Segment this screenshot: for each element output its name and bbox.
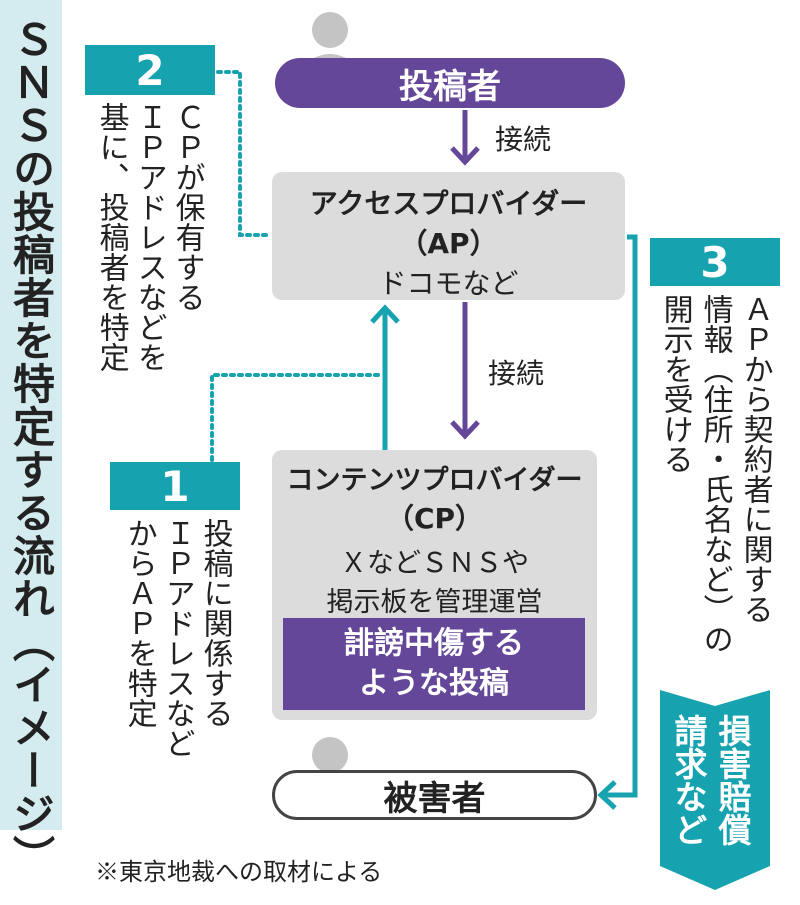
- dotted-line-step2: [216, 70, 272, 237]
- step-1-text-3: からＡＰを特定: [121, 518, 157, 728]
- cp-abbr: （CP）: [385, 502, 484, 535]
- connect-label-2: 接続: [488, 357, 545, 390]
- victim-node: 被害者: [272, 770, 597, 820]
- ap-abbr: （AP）: [399, 227, 498, 260]
- damages-text-2: 請求など: [669, 714, 708, 846]
- cp-desc-1: ＸなどＳＮＳや: [340, 548, 529, 579]
- step-2-text-1: ＣＰが保有する: [169, 102, 205, 312]
- step-1-text-2: ＩＰアドレスなど: [159, 518, 195, 758]
- step-3-text-3: 開示を受ける: [657, 294, 693, 474]
- dotted-line-step1: [210, 373, 382, 462]
- step-1-text-1: 投稿に関係する: [197, 518, 233, 728]
- step-1-badge: 1: [110, 462, 240, 510]
- poster-label: 投稿者: [399, 66, 501, 107]
- step-3-text-2: 情報（住所・氏名など）の: [697, 294, 733, 654]
- step-3-text-1: ＡＰから契約者に関する: [737, 294, 773, 624]
- victim-label: 被害者: [383, 778, 486, 819]
- content-provider-box: コンテンツプロバイダー （CP） ＸなどＳＮＳや 掲示板を管理運営 誹謗中傷する…: [272, 450, 597, 720]
- arrow-ap-to-victim: [605, 234, 638, 798]
- step-3-badge: 3: [650, 238, 780, 286]
- step-2-text-2: ＩＰアドレスなどを: [131, 102, 167, 372]
- step-2-badge: 2: [85, 45, 215, 95]
- diagram-title: ＳＮＳの投稿者を特定する流れ（イメージ）: [6, 18, 56, 878]
- diagram-title-strip: ＳＮＳの投稿者を特定する流れ（イメージ）: [0, 0, 62, 878]
- cp-name: コンテンツプロバイダー: [286, 465, 583, 496]
- step-3-number: 3: [700, 237, 730, 287]
- damages-text-1: 損害賠償: [713, 714, 752, 846]
- ap-example: ドコモなど: [378, 267, 519, 300]
- cp-desc-2: 掲示板を管理運営: [326, 587, 543, 618]
- step-2-text-3: 基に、投稿者を特定: [93, 102, 129, 372]
- post-line-1: 誹謗中傷する: [344, 626, 524, 661]
- access-provider-box: アクセスプロバイダー （AP） ドコモなど: [272, 172, 625, 300]
- defamatory-post-box: 誹謗中傷する ような投稿: [283, 618, 585, 710]
- footnote: ※東京地裁への取材による: [95, 858, 383, 886]
- step-1-number: 1: [160, 461, 190, 511]
- connect-label-1: 接続: [495, 123, 552, 156]
- ap-name: アクセスプロバイダー: [309, 187, 588, 220]
- damages-banner: 損害賠償 請求など: [660, 690, 770, 890]
- step-2-number: 2: [135, 45, 165, 95]
- post-line-2: ような投稿: [359, 666, 509, 701]
- poster-node: 投稿者: [275, 58, 625, 108]
